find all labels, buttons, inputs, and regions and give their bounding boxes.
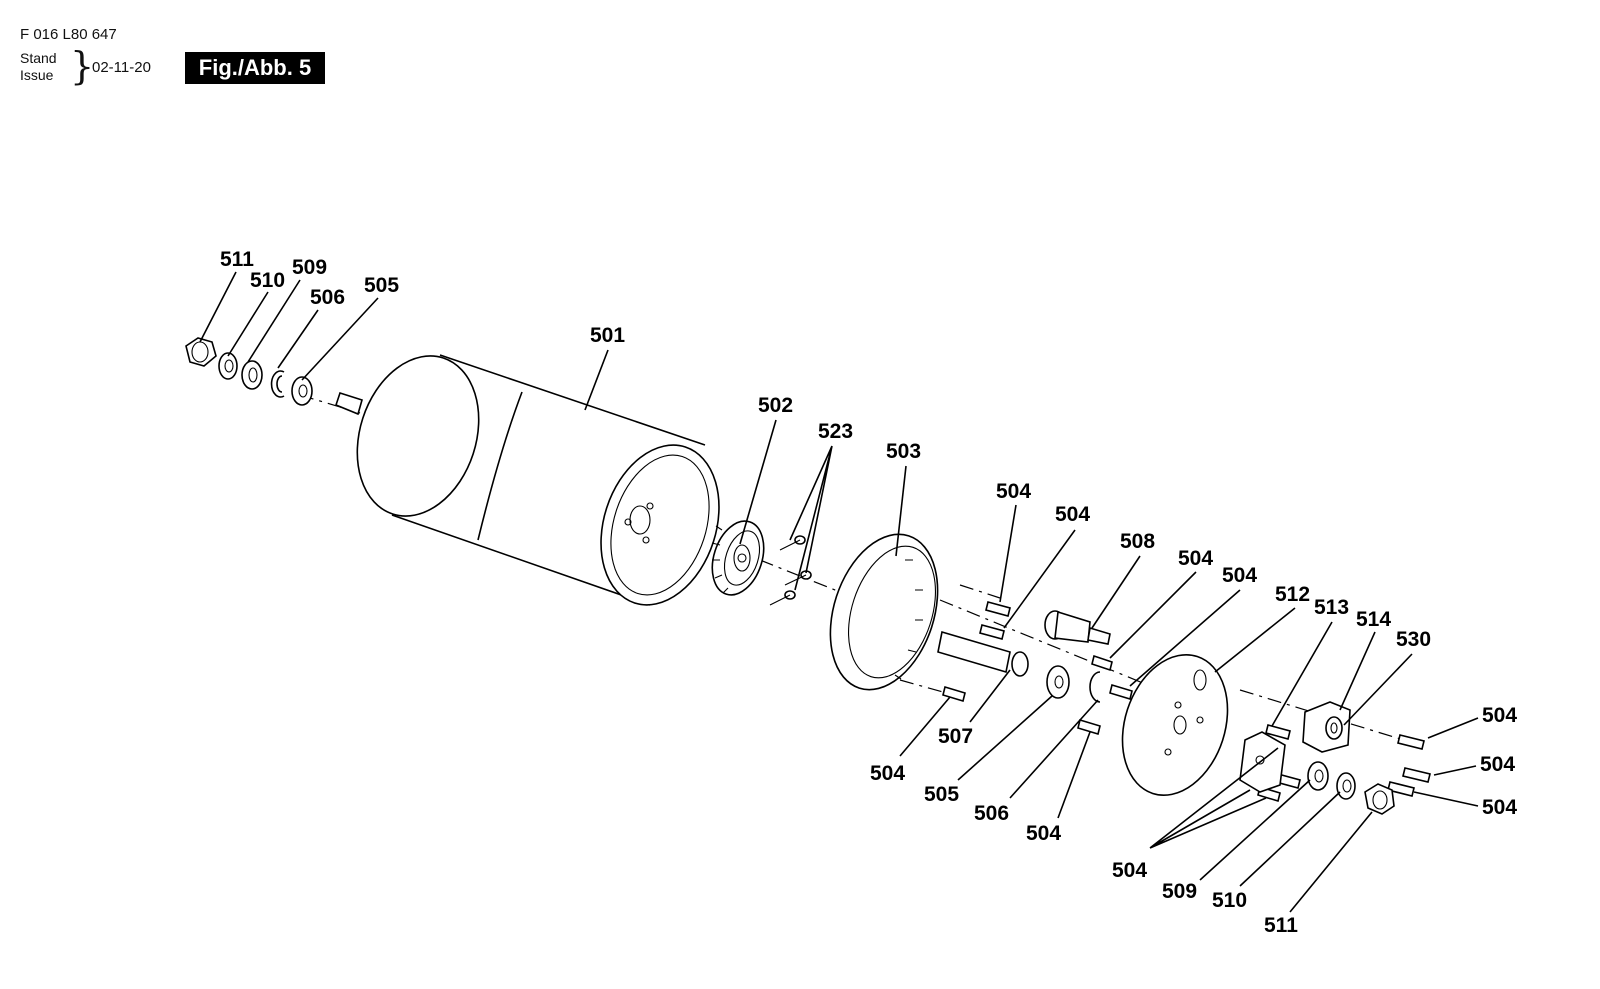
callout-505-right: 505 (924, 783, 959, 806)
callout-508: 508 (1120, 530, 1155, 553)
callout-504-c: 504 (1178, 547, 1213, 570)
issue-label: Issue (20, 67, 54, 83)
pins-523 (769, 535, 812, 606)
callout-502: 502 (758, 394, 793, 417)
callout-504-b: 504 (1055, 503, 1090, 526)
callout-510-right: 510 (1212, 889, 1247, 912)
callout-506-right: 506 (974, 802, 1009, 825)
planet-gear-502 (711, 520, 765, 596)
shaft-507 (937, 630, 1029, 677)
stand-label: Stand (20, 50, 57, 66)
callout-511-right: 511 (1264, 914, 1298, 937)
callout-504-i: 504 (1026, 822, 1061, 845)
figure-label: Fig./Abb. 5 (185, 52, 325, 84)
bracket-513 (1239, 731, 1286, 793)
callout-504-j: 504 (1112, 859, 1147, 882)
callout-514: 514 (1356, 608, 1391, 631)
callout-523: 523 (818, 420, 853, 443)
screws-504 (942, 601, 1431, 803)
pinion-508 (1044, 610, 1111, 645)
left-clip-506 (270, 370, 285, 398)
callout-509-right: 509 (1162, 880, 1197, 903)
callout-504-a: 504 (996, 480, 1031, 503)
right-washer-509 (1307, 761, 1329, 791)
ring-gear-503 (829, 533, 939, 691)
callout-504-f: 504 (1480, 753, 1515, 776)
callout-530: 530 (1396, 628, 1431, 651)
callout-504-e: 504 (1482, 704, 1517, 727)
left-washer-505 (291, 376, 313, 406)
stand-issue-labels: Stand Issue (20, 50, 57, 84)
right-nut-511 (1364, 783, 1395, 815)
leader-lines (199, 271, 1479, 913)
callout-507: 507 (938, 725, 973, 748)
right-washer-510 (1336, 772, 1356, 800)
callout-labels: 511 510 509 506 505 501 502 523 503 504 … (220, 248, 1517, 937)
callout-505-left: 505 (364, 274, 399, 297)
clip-506-right (1089, 671, 1101, 703)
washer-505-right (1046, 665, 1070, 699)
motor-housing-501 (335, 354, 720, 606)
left-nut-511 (185, 337, 217, 367)
callout-501: 501 (590, 324, 625, 347)
issue-date: 02-11-20 (92, 59, 151, 76)
bearing-bracket-514 (1302, 701, 1351, 753)
left-washer-509 (241, 360, 263, 390)
brace-symbol: } (70, 44, 95, 88)
callout-510-left: 510 (250, 269, 285, 292)
callout-509-left: 509 (292, 256, 327, 279)
callout-504-d: 504 (1222, 564, 1257, 587)
callout-513: 513 (1314, 596, 1349, 619)
callout-504-h: 504 (870, 762, 905, 785)
document-number: F 016 L80 647 (20, 26, 117, 43)
callout-504-g: 504 (1482, 796, 1517, 819)
callout-503: 503 (886, 440, 921, 463)
callout-506-left: 506 (310, 286, 345, 309)
left-washer-510 (218, 352, 238, 380)
callout-511-left: 511 (220, 248, 254, 271)
end-plate-512 (1121, 654, 1229, 796)
callout-512: 512 (1275, 583, 1310, 606)
